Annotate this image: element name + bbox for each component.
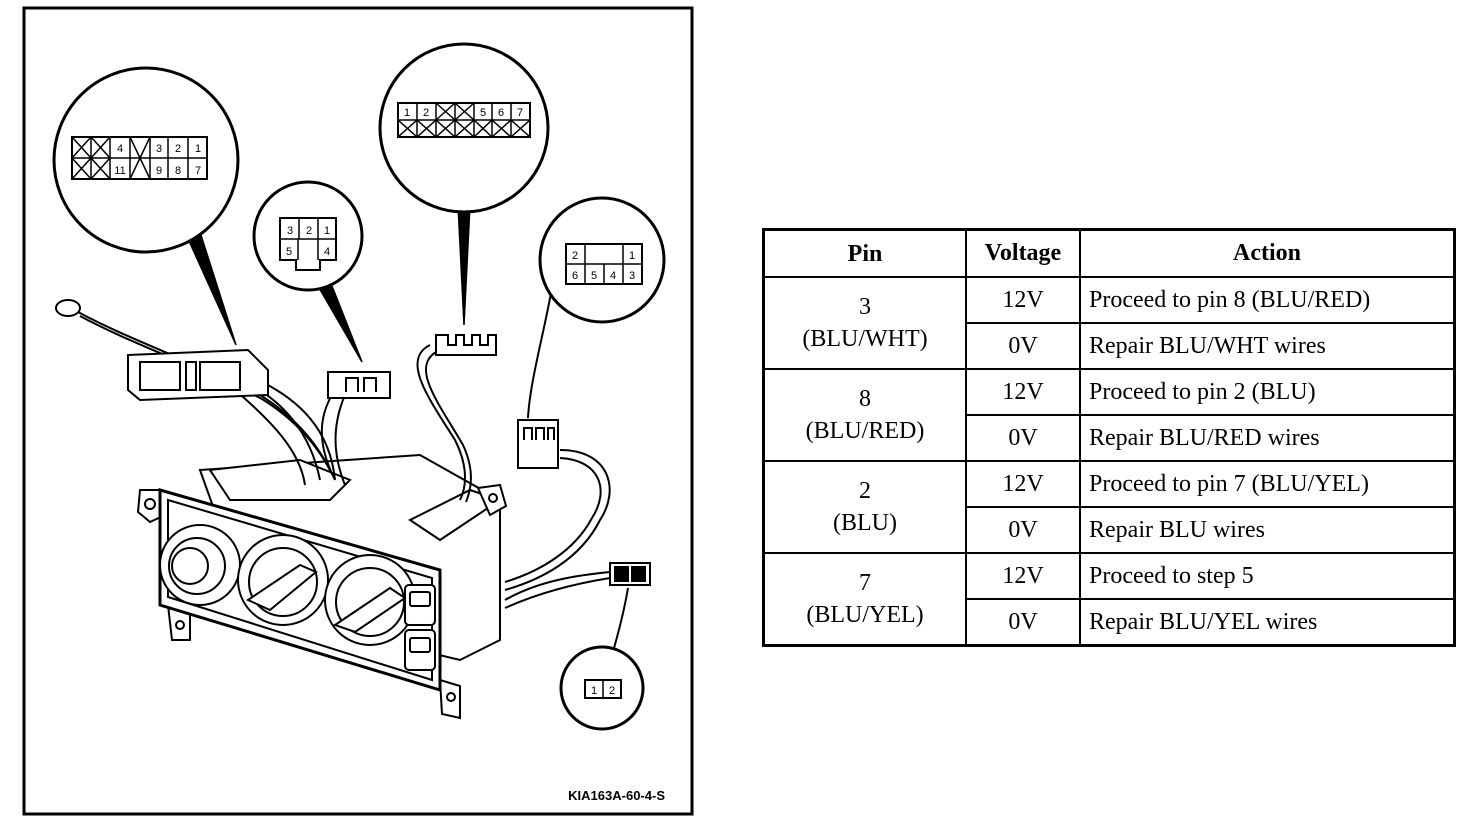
pin-wire-color: (BLU/RED) [805, 418, 925, 444]
connector-b-face [279, 217, 337, 271]
connector-b-pin: 3 [287, 225, 293, 237]
table-row: 7 (BLU/YEL) 12V Proceed to step 5 [762, 552, 1456, 647]
pin-cell: 3 (BLU/WHT) [762, 276, 967, 370]
table-row: 2 (BLU) 12V Proceed to pin 7 (BLU/YEL) [762, 460, 1456, 554]
action-cell: Repair BLU/YEL wires [1079, 598, 1456, 647]
table-row: 0V Repair BLU/WHT wires [764, 322, 1456, 370]
header-pin: Pin [762, 228, 967, 278]
connector-c-pin: 7 [517, 107, 523, 119]
pin-number: 3 [859, 294, 871, 320]
action-cell: Proceed to pin 2 (BLU) [1079, 368, 1456, 416]
magnifier-circles [52, 42, 666, 731]
pin-cell: 8 (BLU/RED) [762, 368, 967, 462]
connector-c-pin: 5 [480, 107, 486, 119]
connector-d-pin: 2 [572, 250, 578, 262]
header-action: Action [1079, 228, 1456, 278]
voltage-cell: 12V [965, 552, 1081, 600]
heater-control-panel [136, 453, 508, 720]
connector-a-pin: 8 [175, 165, 181, 177]
action-cell: Repair BLU/WHT wires [1079, 322, 1456, 370]
connector-d-pin: 1 [629, 250, 635, 262]
connector-a-pin: 4 [117, 143, 123, 155]
voltage-cell: 0V [965, 414, 1081, 462]
voltage-cell: 0V [965, 598, 1081, 647]
action-cell: Repair BLU wires [1079, 506, 1456, 554]
physical-connector-c [435, 334, 497, 356]
voltage-cell: 12V [965, 276, 1081, 324]
pin-wire-color: (BLU/WHT) [802, 326, 928, 352]
connector-d-face [565, 243, 643, 285]
action-cell: Proceed to pin 8 (BLU/RED) [1079, 276, 1456, 324]
pin-number: 2 [859, 478, 871, 504]
physical-connector-e [609, 562, 651, 586]
physical-connector-d [517, 419, 559, 469]
pin-cell: 7 (BLU/YEL) [762, 552, 967, 647]
action-cell: Proceed to step 5 [1079, 552, 1456, 600]
connector-a-pin: 1 [195, 143, 201, 155]
connector-e-pin: 2 [609, 685, 615, 697]
action-cell: Repair BLU/RED wires [1079, 414, 1456, 462]
voltage-cell: 0V [965, 506, 1081, 554]
pin-wire-color: (BLU) [833, 510, 897, 536]
connector-a-pin: 3 [156, 143, 162, 155]
connector-d-pin: 4 [610, 270, 616, 282]
connector-e-face [584, 679, 622, 699]
connector-a-pin: 2 [175, 143, 181, 155]
table-row: 0V Repair BLU wires [764, 506, 1456, 554]
pin-voltage-table: Pin Voltage Action 3 (BLU/WHT) 12V Proce… [762, 228, 1456, 647]
table-row: 3 (BLU/WHT) 12V Proceed to pin 8 (BLU/RE… [762, 276, 1456, 370]
pin-number: 7 [859, 570, 871, 596]
voltage-cell: 12V [965, 368, 1081, 416]
physical-connector-b [327, 371, 391, 399]
connector-c-pin: 6 [498, 107, 504, 119]
connector-a-pin: 11 [114, 165, 125, 177]
connector-c-pin: 2 [423, 107, 429, 119]
connector-diagram-figure: 4 3 2 1 11 9 8 7 3 2 1 5 4 [22, 6, 694, 816]
connector-a-face [71, 136, 208, 180]
pin-cell: 2 (BLU) [762, 460, 967, 554]
connector-a-pin: 9 [156, 165, 162, 177]
connector-b-pin: 1 [324, 225, 330, 237]
pin-number: 8 [859, 386, 871, 412]
figure-caption: KIA163A-60-4-S [568, 788, 665, 803]
connector-b-pin: 5 [286, 246, 292, 258]
pin-wire-color: (BLU/YEL) [806, 602, 924, 628]
table-row: 8 (BLU/RED) 12V Proceed to pin 2 (BLU) [762, 368, 1456, 462]
action-cell: Proceed to pin 7 (BLU/YEL) [1079, 460, 1456, 508]
table-header-row: Pin Voltage Action [762, 228, 1456, 278]
voltage-cell: 0V [965, 322, 1081, 370]
connector-d-pin: 6 [572, 270, 578, 282]
connector-a-pin: 7 [195, 165, 201, 177]
connector-c-pin: 1 [404, 107, 410, 119]
voltage-cell: 12V [965, 460, 1081, 508]
table-row: 0V Repair BLU/RED wires [764, 414, 1456, 462]
connector-b-pin: 4 [324, 246, 330, 258]
connector-d-pin: 5 [591, 270, 597, 282]
header-voltage: Voltage [965, 228, 1081, 278]
connector-c-face [397, 102, 531, 138]
connector-d-pin: 3 [629, 270, 635, 282]
physical-connector-a [127, 348, 269, 402]
connector-b-pin: 2 [306, 225, 312, 237]
table-row: 0V Repair BLU/YEL wires [764, 598, 1456, 647]
connector-e-pin: 1 [591, 685, 597, 697]
figure-frame [22, 6, 694, 816]
